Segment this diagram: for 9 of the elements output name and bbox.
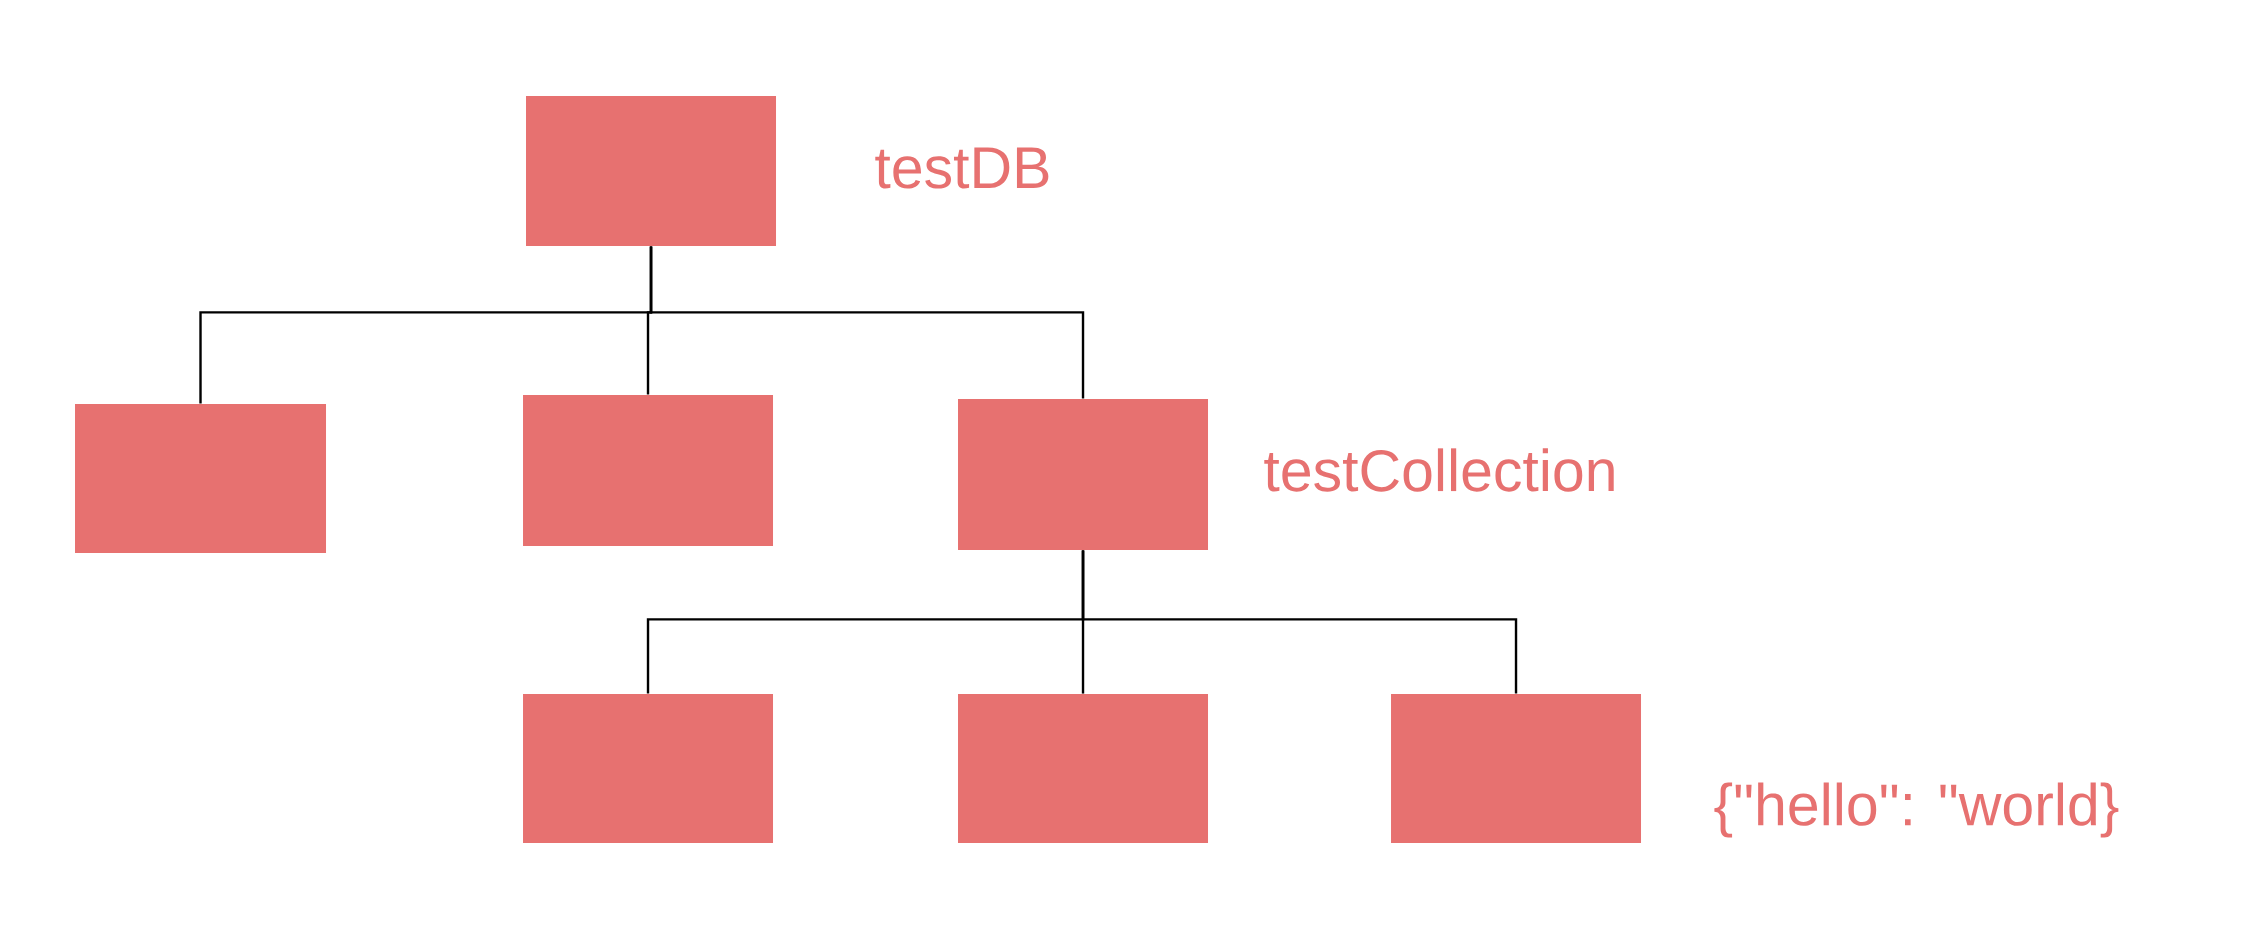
box bbox=[523, 694, 773, 843]
box-caption: testDB bbox=[875, 147, 1049, 189]
box-caption: {"hello": "world} bbox=[1714, 782, 2119, 838]
box bbox=[75, 404, 326, 553]
box-caption: testCollection bbox=[1264, 448, 1614, 492]
box bbox=[958, 694, 1208, 843]
connector-line bbox=[1081, 550, 1518, 694]
connector-line bbox=[649, 246, 1085, 399]
box bbox=[523, 395, 773, 546]
